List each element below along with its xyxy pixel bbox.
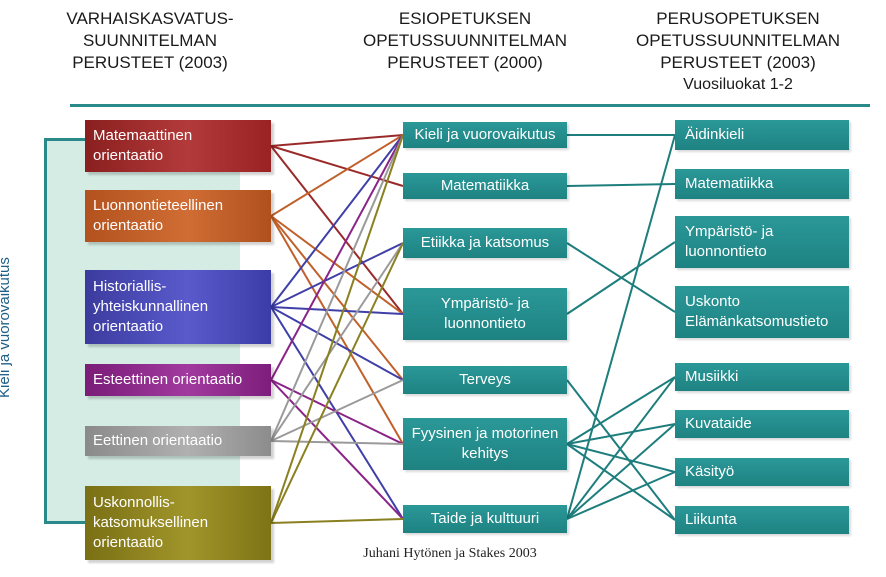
link-left-middle — [270, 134, 404, 308]
middle-box: Etiikka ja katsomus — [403, 228, 567, 258]
middle-box: Matematiikka — [403, 173, 567, 199]
link-left-middle — [270, 134, 404, 442]
link-left-middle — [270, 242, 404, 308]
header-line: VARHAISKASVATUS- — [66, 9, 234, 28]
header-line: SUUNNITELMAN — [82, 31, 218, 50]
header-line: PERUSTEET (2003) — [72, 53, 228, 72]
link-middle-right — [566, 443, 676, 473]
header-subtitle: Vuosiluokat 1-2 — [683, 76, 793, 93]
right-box: Liikunta — [675, 506, 849, 534]
header-perusopetus: PERUSOPETUKSEN OPETUSSUUNNITELMAN PERUST… — [610, 8, 866, 96]
link-left-middle — [270, 440, 404, 445]
left-box: Luonnontieteellinen orientaatio — [85, 190, 271, 242]
right-box: Käsityö — [675, 458, 849, 486]
middle-box: Terveys — [403, 366, 567, 394]
header-line: PERUSOPETUKSEN — [656, 9, 820, 28]
header-varhaiskasvatus: VARHAISKASVATUS- SUUNNITELMAN PERUSTEET … — [40, 8, 260, 74]
link-left-middle — [270, 134, 404, 524]
middle-box: Kieli ja vuorovaikutus — [403, 122, 567, 148]
right-box: Äidinkieli — [675, 120, 849, 150]
left-box: Esteettinen orientaatio — [85, 364, 271, 396]
link-left-middle — [270, 215, 404, 381]
left-box: Eettinen orientaatio — [85, 426, 271, 456]
header-divider — [70, 104, 870, 107]
link-middle-right — [566, 134, 676, 520]
header-line: PERUSTEET (2003) — [660, 53, 816, 72]
header-line: OPETUSSUUNNITELMAN — [635, 31, 841, 50]
header-line: ESIOPETUKSEN — [398, 9, 532, 28]
link-middle-right — [566, 241, 676, 315]
left-box: Uskonnollis-katsomuksellinen orientaatio — [85, 486, 271, 560]
middle-box: Ympäristö- ja luonnontieto — [403, 288, 567, 340]
link-middle-right — [566, 183, 676, 187]
link-left-middle — [270, 134, 404, 147]
right-box: Ympäristö- ja luonnontieto — [675, 216, 849, 268]
right-box: Matematiikka — [675, 169, 849, 199]
link-left-middle — [270, 379, 404, 442]
link-left-middle — [270, 242, 404, 524]
link-left-middle — [270, 518, 404, 524]
right-box: Kuvataide — [675, 410, 849, 438]
header-esiopetus: ESIOPETUKSEN OPETUSSUUNNITELMAN PERUSTEE… — [345, 8, 585, 74]
link-left-middle — [270, 134, 404, 217]
link-left-middle — [270, 145, 404, 187]
right-box: Musiikki — [675, 363, 849, 391]
link-middle-right — [566, 423, 676, 520]
header-line: OPETUSSUUNNITELMAN — [362, 31, 568, 50]
middle-box: Fyysinen ja motorinen kehitys — [403, 418, 567, 470]
left-box: Historiallis-yhteiskunnallinen orientaat… — [85, 270, 271, 344]
right-box: Uskonto Elämänkatsomustieto — [675, 286, 849, 338]
link-middle-right — [566, 423, 676, 445]
credit-text: Juhani Hytönen ja Stakes 2003 — [363, 546, 537, 561]
header-line: PERUSTEET (2000) — [387, 53, 543, 72]
middle-box: Taide ja kulttuuri — [403, 505, 567, 533]
link-left-middle — [270, 242, 404, 442]
link-middle-right — [566, 376, 676, 520]
link-middle-right — [566, 379, 676, 521]
link-middle-right — [566, 443, 676, 521]
link-left-middle — [270, 379, 404, 520]
link-left-middle — [270, 134, 404, 381]
link-left-middle — [270, 306, 404, 315]
left-box: Matemaattinen orientaatio — [85, 120, 271, 172]
link-middle-right — [566, 376, 676, 445]
link-middle-right — [566, 471, 676, 520]
link-left-middle — [270, 215, 404, 315]
link-left-middle — [270, 145, 404, 315]
